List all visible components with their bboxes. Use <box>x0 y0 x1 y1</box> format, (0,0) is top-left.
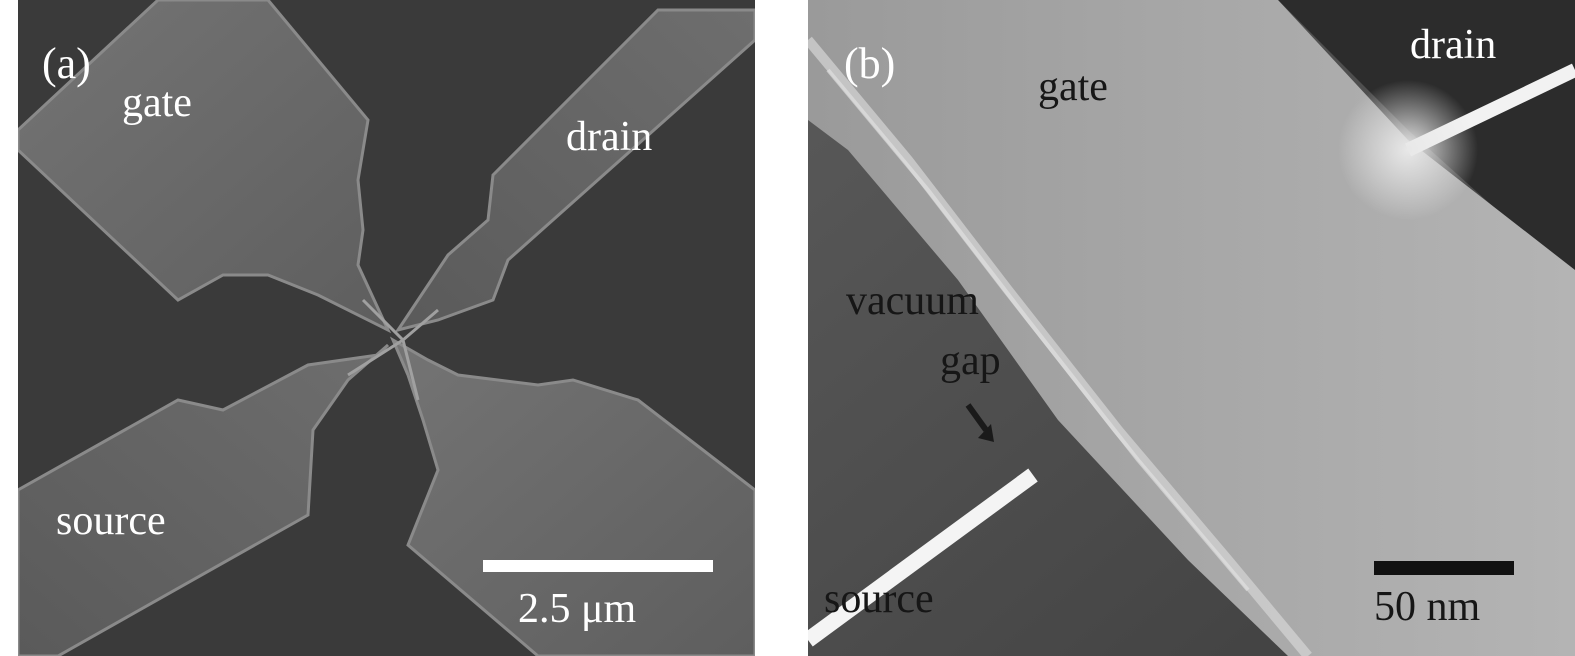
scale-label-a: 2.5 μm <box>518 586 637 632</box>
scale-bar-b <box>1374 561 1514 575</box>
vacuum-gap-arrow <box>965 403 989 432</box>
gate-label-b: gate <box>1038 64 1108 110</box>
vacuum-label-b: vacuum <box>846 278 979 324</box>
source-label-b: source <box>824 576 934 622</box>
panel-label-a: (a) <box>42 39 91 88</box>
panel-label-b: (b) <box>844 39 896 88</box>
gate-electrode <box>18 0 392 334</box>
source-wire <box>808 468 1038 647</box>
vacuum-gap-closeup-image <box>808 0 1575 656</box>
drain-label-b: drain <box>1410 22 1497 68</box>
sem-panel-b: (b) gate drain vacuum gap source 50 nm <box>808 0 1575 656</box>
gate-label-a: gate <box>122 80 192 126</box>
source-label-a: source <box>56 498 166 544</box>
drain-label-a: drain <box>566 114 653 160</box>
lower-right-electrode <box>389 336 755 656</box>
sem-panel-a: (a) gate drain source 2.5 μm <box>18 0 755 656</box>
gap-label-b: gap <box>940 338 1001 384</box>
central-junction <box>347 298 439 401</box>
scale-bar-a <box>483 560 713 572</box>
drain-electrode <box>394 8 755 333</box>
device-overview-image <box>18 0 755 656</box>
scale-label-b: 50 nm <box>1374 584 1481 630</box>
